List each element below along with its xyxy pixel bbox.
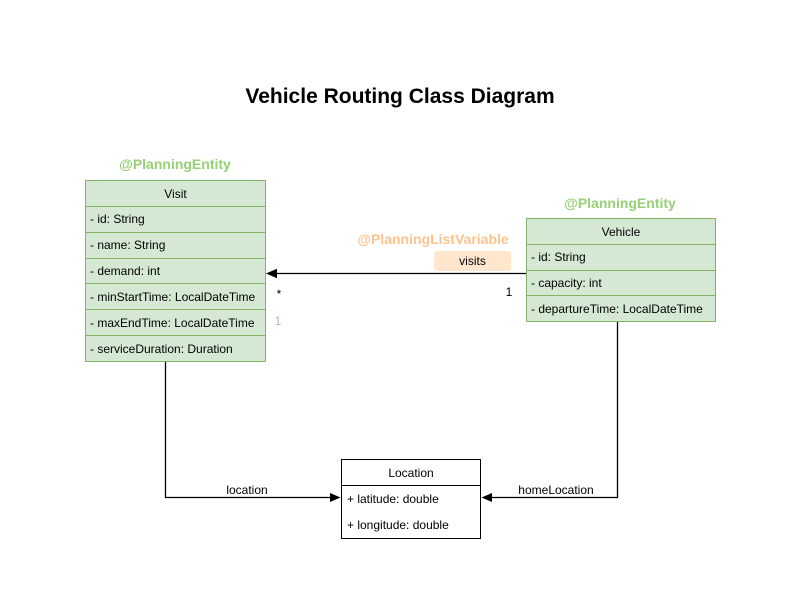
- visit-class-box: Visit - id: String - name: String - dema…: [85, 180, 266, 362]
- visit-attribute-max-end-time: - maxEndTime: LocalDateTime: [86, 309, 265, 335]
- visits-arrowhead-icon: [266, 268, 277, 279]
- visits-edge-label: visits: [434, 251, 511, 271]
- vehicle-attribute-departure-time: - departureTime: LocalDateTime: [527, 295, 715, 321]
- location-edge-label: location: [226, 483, 268, 497]
- location-class-name: Location: [388, 465, 434, 480]
- visit-attribute-demand: - demand: int: [86, 257, 265, 284]
- location-class-box: Location + latitude: double + longitude:…: [341, 459, 481, 539]
- vehicle-attribute-id: - id: String: [527, 244, 715, 270]
- visits-secondary-multiplicity: 1: [274, 314, 282, 328]
- home-location-association-edge: [481, 322, 619, 502]
- vehicle-attribute-capacity: - capacity: int: [527, 269, 715, 296]
- location-association-edge: [164, 362, 341, 502]
- vehicle-planning-entity-annotation: @PlanningEntity: [564, 195, 676, 211]
- vehicle-class-box: Vehicle - id: String - capacity: int - d…: [526, 218, 716, 322]
- visit-class-name: Visit: [164, 186, 187, 201]
- planning-list-variable-annotation: @PlanningListVariable: [357, 231, 509, 247]
- location-attribute-latitude: + latitude: double: [347, 492, 439, 506]
- home-location-arrowhead-icon: [481, 493, 492, 502]
- home-location-edge-label: homeLocation: [518, 483, 594, 497]
- visits-multiplicity-star: *: [276, 287, 282, 301]
- visit-attribute-id: - id: String: [86, 206, 265, 232]
- diagram-title: Vehicle Routing Class Diagram: [245, 85, 555, 108]
- visit-planning-entity-annotation: @PlanningEntity: [119, 156, 231, 172]
- visit-attribute-service-duration: - serviceDuration: Duration: [86, 335, 265, 361]
- vehicle-class-name: Vehicle: [601, 224, 641, 239]
- visits-multiplicity-one: 1: [505, 285, 513, 299]
- location-arrowhead-icon: [330, 493, 341, 502]
- visit-attribute-name: - name: String: [86, 231, 265, 258]
- visit-attribute-min-start-time: - minStartTime: LocalDateTime: [86, 283, 265, 309]
- location-attribute-longitude: + longitude: double: [347, 518, 449, 532]
